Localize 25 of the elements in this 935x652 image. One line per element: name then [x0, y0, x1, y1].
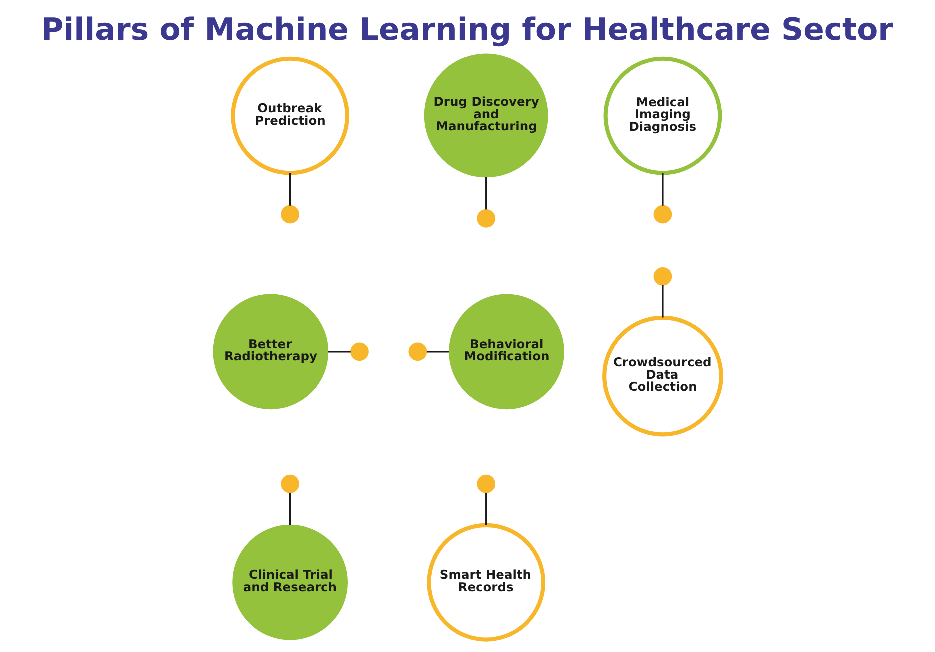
node-circle — [281, 474, 300, 494]
connector — [290, 173, 292, 206]
connector — [486, 493, 488, 526]
node-circle — [350, 342, 369, 362]
node-circle — [654, 205, 672, 224]
node-circle — [408, 342, 428, 362]
connector — [662, 285, 664, 318]
node-circle: Outbreak Prediction — [231, 56, 350, 176]
node-circle: Crowdsourced Data Collection — [602, 316, 724, 437]
node-circle — [281, 205, 300, 224]
connector — [426, 351, 450, 353]
connector — [662, 173, 664, 206]
node-circle — [477, 474, 496, 494]
node-circle: Behavioral Modification — [449, 294, 564, 410]
node-circle: Clinical Trial and Research — [232, 524, 348, 640]
node-circle: Drug Discovery and Manufacturing — [424, 54, 548, 178]
node-circle — [477, 209, 496, 228]
node-circle: Medical Imaging Diagnosis — [604, 56, 722, 176]
node-circle — [654, 267, 672, 286]
diagram-title: Pillars of Machine Learning for Healthcare Sector — [41, 12, 894, 48]
connector — [328, 351, 351, 353]
node-circle: Better Radiotherapy — [213, 294, 329, 410]
connector — [290, 493, 292, 526]
connector — [486, 177, 488, 210]
node-circle: Smart Health Records — [427, 523, 546, 642]
